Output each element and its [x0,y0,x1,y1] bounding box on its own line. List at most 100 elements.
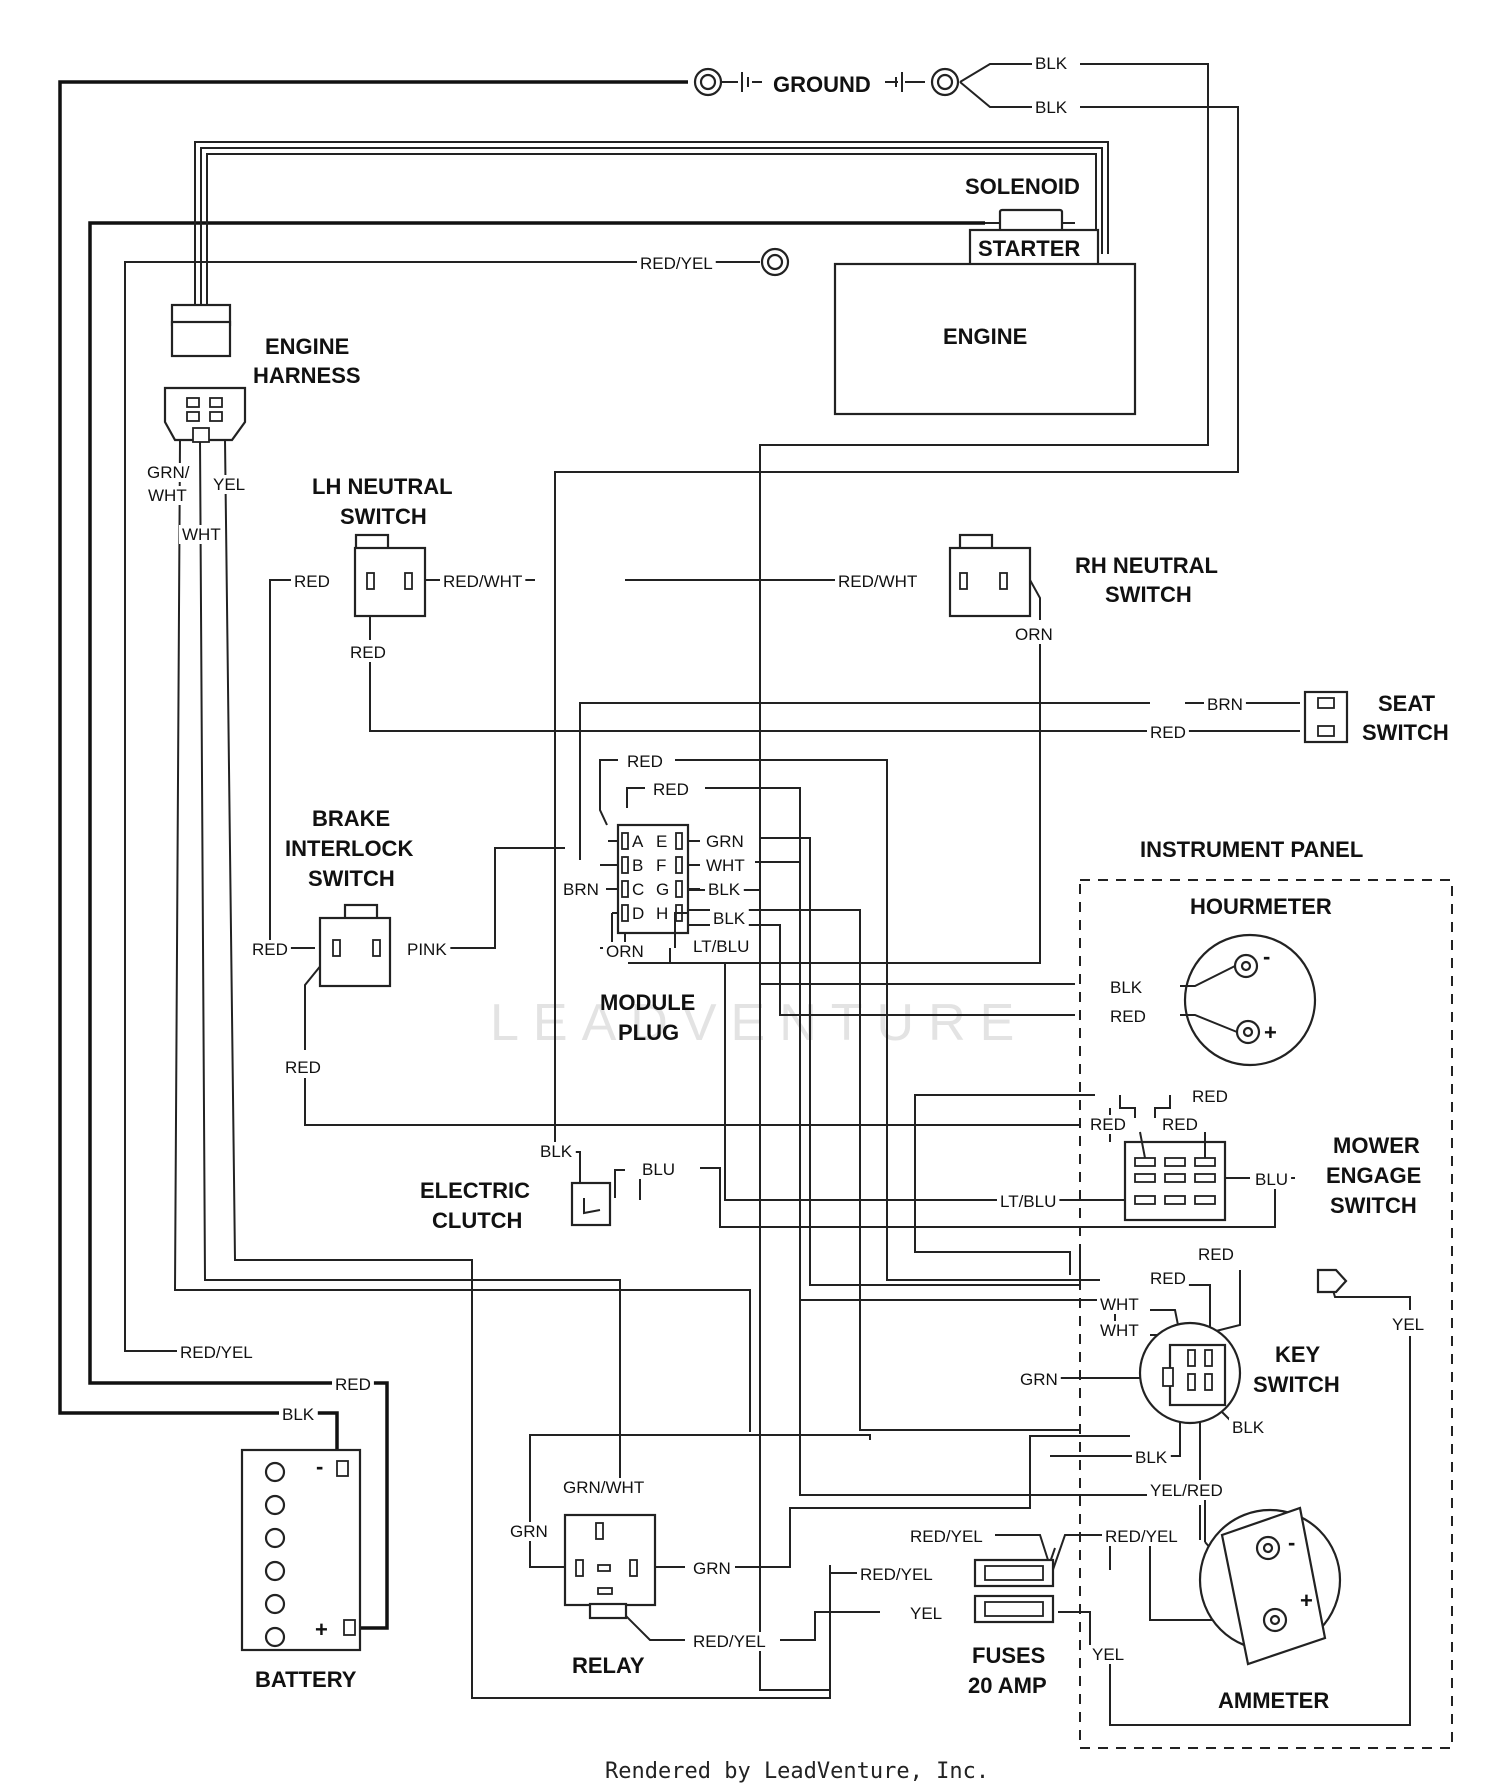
wire-label: RED/YEL [693,1632,766,1651]
wire-label-bg [440,572,526,591]
wire-label-bg [332,1375,374,1394]
fuses: FUSES 20 AMP [968,1558,1055,1698]
ground-symbol: GROUND [693,67,960,97]
brake-label-3: SWITCH [308,866,395,891]
wire-label-bg [703,832,747,851]
key-switch-label-1: KEY [1275,1342,1321,1367]
wire-label-bg [279,1405,318,1424]
wires [58,63,1411,1726]
wire-label: RED [285,1058,321,1077]
wire-label-bg [639,1160,679,1179]
wire-label: RED/YEL [180,1343,253,1362]
wire-label: YEL/RED [1150,1481,1223,1500]
seat-switch-label-1: SEAT [1378,691,1436,716]
wire-label-bg [603,942,647,961]
wire-label-bg [282,1058,324,1077]
wire-label: ORN [1015,625,1053,644]
wire-label-bg [1204,695,1246,714]
wire-label: RED [1198,1245,1234,1264]
battery: - + BATTERY [240,1448,362,1692]
engine-harness-connector: ENGINE HARNESS [163,303,361,443]
wire-label: BLK [1035,98,1068,117]
wire-label: RED [294,572,330,591]
wire-label: BLK [1035,54,1068,73]
module-pin-f: F [656,856,666,875]
module-pin-d: D [632,904,644,923]
ground-label: GROUND [773,72,871,97]
wire-label-bg [690,937,753,956]
wire-label-bg [703,856,748,875]
wire-label-bg [907,1604,946,1623]
wire-label-bg [1017,1370,1061,1389]
wire-label-bg [144,463,193,482]
seat-switch: SEAT SWITCH [1303,690,1449,745]
electric-clutch: ELECTRIC CLUTCH [420,1178,612,1233]
wire-label: RED [350,643,386,662]
ammeter-label: AMMETER [1218,1688,1329,1713]
wire-label: RED [1162,1115,1198,1134]
wire-label: YEL [1392,1315,1424,1334]
wire-label: BRN [563,880,599,899]
wire-label: ORN [606,942,644,961]
wire-label-bg [291,572,333,591]
instrument-panel: INSTRUMENT PANEL [1079,837,1453,1749]
wire-label-bg [347,643,389,662]
wire-label-bg [1132,1448,1171,1467]
wire-label-bg [1089,1645,1128,1664]
wire-label: WHT [148,486,187,505]
wire-label: RED/YEL [640,254,713,273]
relay-label: RELAY [572,1653,645,1678]
wire-label-bg [179,525,224,544]
module-plug-label-1: MODULE [600,990,695,1015]
wire-label-bg [1097,1321,1142,1340]
mower-engage-label-2: ENGAGE [1326,1163,1421,1188]
wire-label: PINK [407,940,447,959]
wire-label: RED [653,780,689,799]
wire-label: RED [1110,1007,1146,1026]
wire-label: WHT [1100,1295,1139,1314]
wire-label: RED [335,1375,371,1394]
footer-credit: Rendered by LeadVenture, Inc. [605,1759,989,1784]
wire-label: GRN/WHT [563,1478,644,1497]
yel-connector [1316,1268,1348,1294]
hourmeter: - + HOURMETER [1180,894,1332,1067]
wire-label: GRN [510,1522,548,1541]
hourmeter-plus: + [1264,1020,1277,1045]
wire-label-bg [710,909,749,928]
wire-label-bg [690,1632,769,1651]
wire-label: YEL [910,1604,942,1623]
wire-label: RED [1090,1115,1126,1134]
rh-neutral-switch: RH NEUTRAL SWITCH [948,533,1218,618]
module-pin-e: E [656,832,667,851]
wire-label-bg [857,1565,936,1584]
wire-label: GRN [706,832,744,851]
module-plug: A B C D E F G H MODULE PLUG [600,823,700,1045]
wire-label-bg [1107,978,1146,997]
starter-label: STARTER [978,236,1080,261]
wire-labels: BLK BLK RED/YEL GRN/ WHT YEL WHT RED RED… [144,54,1428,1664]
wire-label: BLK [282,1405,315,1424]
fuses-label-2: 20 AMP [968,1673,1047,1698]
wire-label: LT/BLU [693,937,749,956]
battery-plus: + [315,1617,328,1642]
wire-label: GRN/ [147,463,190,482]
wire-label: GRN [1020,1370,1058,1389]
wire-label-bg [1107,1007,1149,1026]
starter: STARTER [968,228,1100,268]
wire-label-bg [1147,1269,1189,1288]
wire-label: BLK [713,909,746,928]
fuses-label-1: FUSES [972,1643,1045,1668]
wire-label-bg [537,1142,576,1161]
wire-label-bg [1012,625,1056,644]
wire-label-bg [560,1478,648,1497]
key-switch-label-2: SWITCH [1253,1372,1340,1397]
module-pin-h: H [656,904,668,923]
wire-label: RED [1150,723,1186,742]
wire-label-bg [507,1522,551,1541]
brake-interlock-switch: BRAKE INTERLOCK SWITCH [285,806,413,988]
engine-harness-label-2: HARNESS [253,363,361,388]
module-plug-label-2: PLUG [618,1020,679,1045]
watermark: LEADVENTURE [490,994,1028,1052]
wire-label-bg [907,1527,986,1546]
